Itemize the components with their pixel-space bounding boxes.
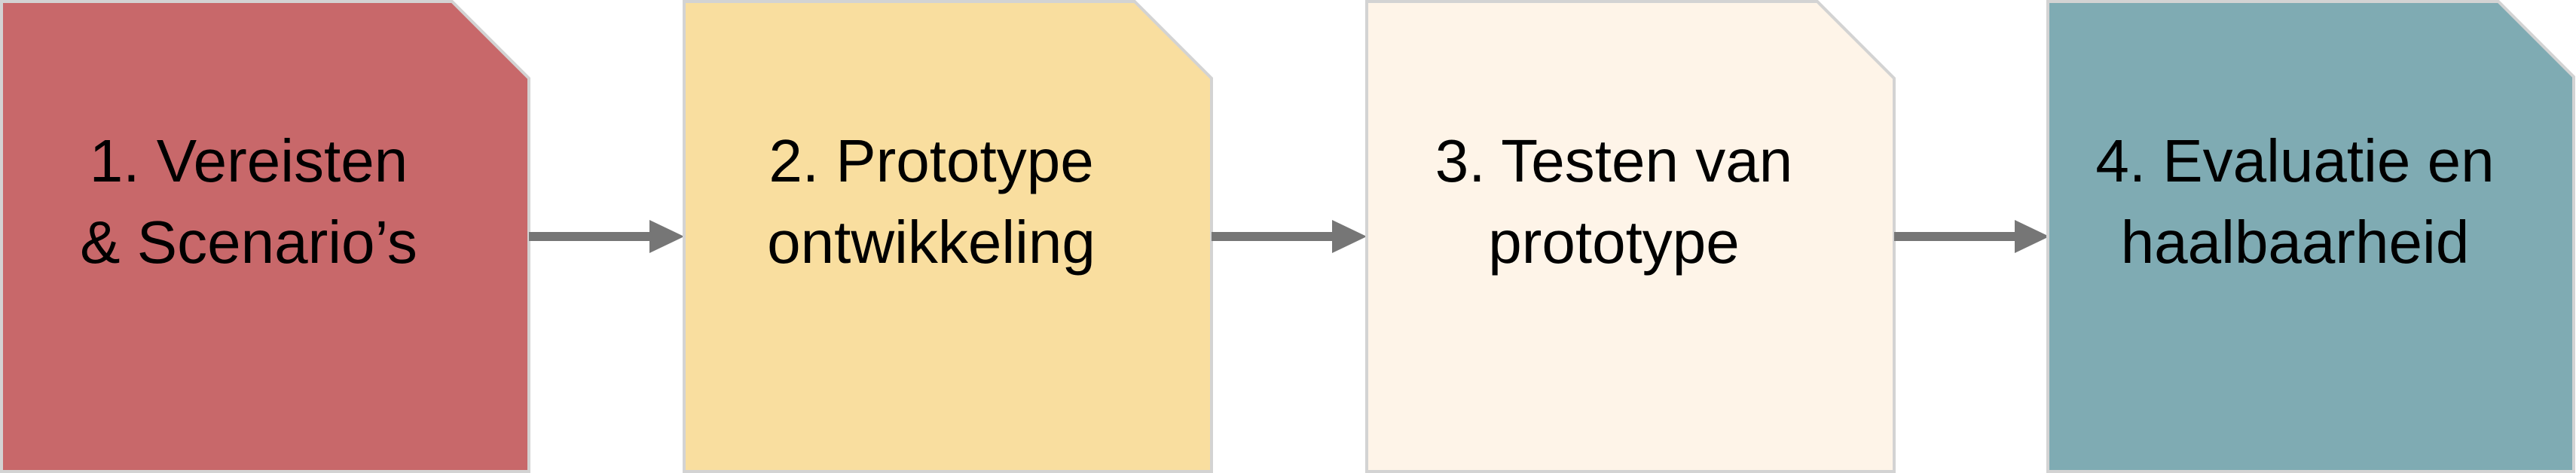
right-arrow-icon <box>1894 220 2049 253</box>
arrow-3-to-4 <box>1894 215 2049 258</box>
folded-corner-shape <box>683 0 1213 473</box>
right-arrow-icon <box>1212 220 1367 253</box>
step-label-line-1: 4. Evaluatie en <box>2095 127 2495 194</box>
folded-corner-shape <box>2046 0 2575 473</box>
step-label-line-2: prototype <box>1488 209 1740 276</box>
arrow-1-to-2 <box>529 215 684 258</box>
arrow-2-to-3 <box>1212 215 1367 258</box>
step-label-line-2: haalbaarheid <box>2120 209 2470 276</box>
step-label: 4. Evaluatie en haalbaarheid <box>2046 121 2544 283</box>
step-label: 2. Prototype ontwikkeling <box>683 121 1180 283</box>
step-2-prototype-development: 2. Prototype ontwikkeling <box>683 0 1213 473</box>
step-label: 1. Vereisten & Scenario’s <box>0 121 497 283</box>
right-arrow-icon <box>529 220 684 253</box>
step-label: 3. Testen van prototype <box>1365 121 1862 283</box>
step-4-evaluation-feasibility: 4. Evaluatie en haalbaarheid <box>2046 0 2576 473</box>
step-label-line-1: 3. Testen van <box>1435 127 1793 194</box>
step-1-requirements: 1. Vereisten & Scenario’s <box>0 0 530 473</box>
step-label-line-1: 1. Vereisten <box>89 127 408 194</box>
step-label-line-2: ontwikkeling <box>767 209 1095 276</box>
folded-corner-shape <box>1365 0 1896 473</box>
step-3-prototype-testing: 3. Testen van prototype <box>1365 0 1896 473</box>
step-label-line-2: & Scenario’s <box>80 209 417 276</box>
folded-corner-shape <box>0 0 530 473</box>
step-label-line-1: 2. Prototype <box>769 127 1094 194</box>
